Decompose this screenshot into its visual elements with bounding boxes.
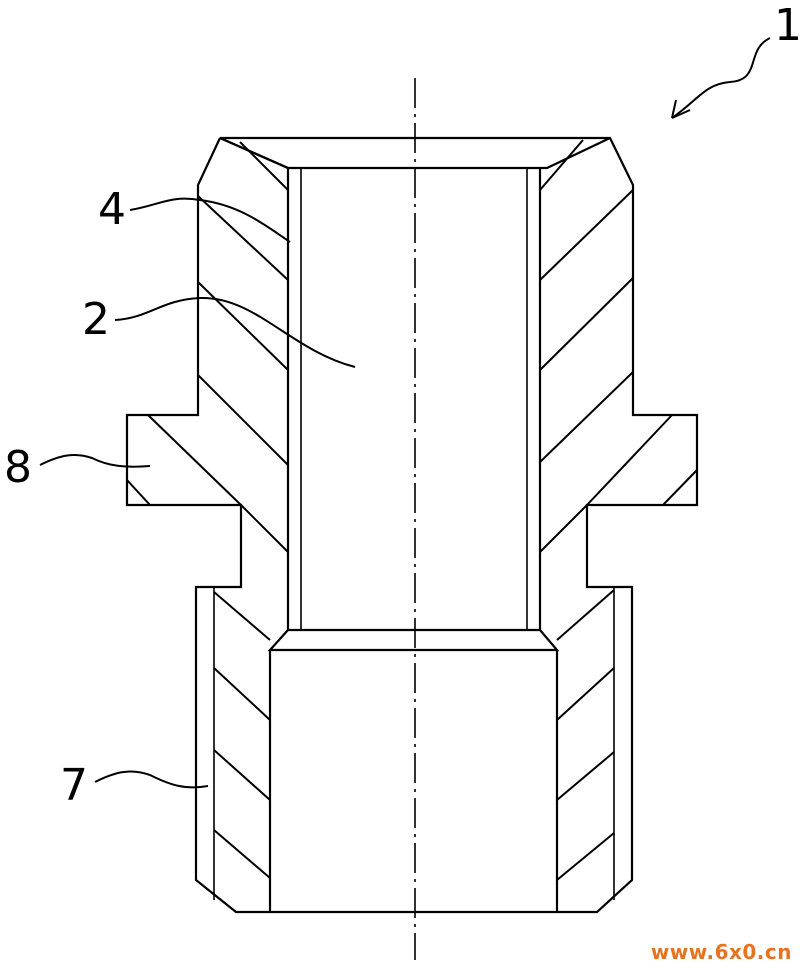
label-bore: 2	[82, 294, 110, 345]
leader-4	[129, 197, 291, 243]
top-chamfer	[219, 136, 611, 170]
label-assembly: 1	[774, 0, 800, 51]
label-thread-section: 7	[60, 760, 88, 811]
leader-7	[94, 770, 209, 789]
hatching-right	[539, 139, 698, 881]
right-outer-profile	[412, 136, 699, 914]
hatching-left	[126, 141, 289, 879]
label-flange: 8	[4, 442, 32, 493]
leader-8	[39, 453, 151, 468]
counterbore-step	[267, 628, 560, 652]
watermark-text: www.6x0.cn	[650, 940, 792, 964]
label-inner-wall: 4	[98, 184, 126, 235]
leader-2	[114, 296, 356, 368]
assembly-arrow	[671, 37, 771, 119]
